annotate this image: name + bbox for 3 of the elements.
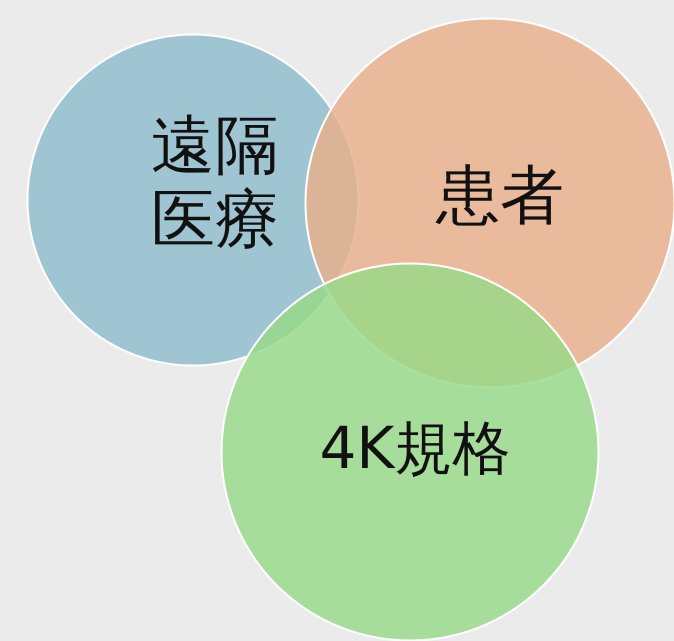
circle-label: 4K規格 <box>318 415 512 482</box>
circle-label: 遠隔医療 <box>150 110 280 258</box>
circle-label: 患者 <box>434 160 565 234</box>
